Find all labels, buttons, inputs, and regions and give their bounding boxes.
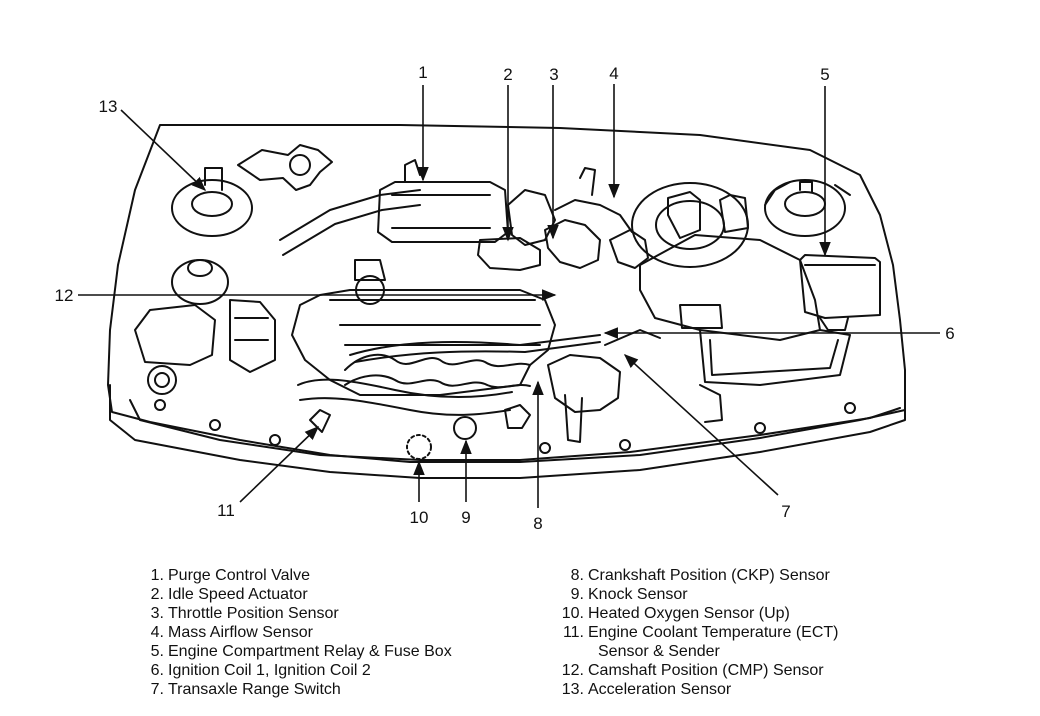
legend-number: 4. [150,624,164,641]
leader-13 [120,109,207,191]
legend-text: Purge Control Valve [168,567,310,584]
legend-text: Heated Oxygen Sensor (Up) [588,605,790,622]
callout-5: 5 [820,65,829,84]
legend-text: Transaxle Range Switch [168,681,341,698]
callout-leaders [78,84,940,508]
legend-item-1: 1. Purge Control Valve [140,566,452,585]
legend-number: 9. [570,586,584,603]
callout-10: 10 [410,508,429,527]
callout-9: 9 [461,508,470,527]
legend-number: 11. [562,624,584,641]
legend-number: 7. [150,681,164,698]
engine-bay-illustration [107,124,906,479]
legend-text: Acceleration Sensor [588,681,732,698]
legend-right-column: 8. Crankshaft Position (CKP) Sensor 9. K… [548,566,839,699]
legend-item-11-continued: Sensor & Sender [548,642,839,661]
legend-number: 13. [561,681,584,698]
legend-item-13: 13. Acceleration Sensor [548,680,839,699]
legend-text: Camshaft Position (CMP) Sensor [588,662,824,679]
callout-1: 1 [418,63,427,82]
callout-2: 2 [503,65,512,84]
legend-number: 3. [150,605,164,622]
legend-item-5: 5. Engine Compartment Relay & Fuse Box [140,642,452,661]
callout-8: 8 [533,514,542,533]
legend-number: 1. [150,567,164,584]
legend-number: 8. [570,567,584,584]
legend-item-2: 2. Idle Speed Actuator [140,585,452,604]
legend-text: Crankshaft Position (CKP) Sensor [588,567,830,584]
legend-item-8: 8. Crankshaft Position (CKP) Sensor [548,566,839,585]
callout-13: 13 [99,97,118,116]
leader-7 [623,354,779,496]
legend-number: 6. [150,662,164,679]
callout-6: 6 [945,324,954,343]
legend-item-9: 9. Knock Sensor [548,585,839,604]
legend-item-3: 3. Throttle Position Sensor [140,604,452,623]
callout-11: 11 [217,501,235,520]
legend-item-7: 7. Transaxle Range Switch [140,680,452,699]
legend-number-spacer [548,642,588,661]
legend-item-10: 10. Heated Oxygen Sensor (Up) [548,604,839,623]
leader-11 [239,426,320,503]
legend-text: Throttle Position Sensor [168,605,339,622]
callout-7: 7 [781,502,790,521]
legend-number: 5. [150,643,164,660]
legend-text: Engine Coolant Temperature (ECT) [588,624,839,641]
legend-item-6: 6. Ignition Coil 1, Ignition Coil 2 [140,661,452,680]
legend-text: Knock Sensor [588,586,688,603]
legend-item-11: 11. Engine Coolant Temperature (ECT) [548,623,839,642]
callout-numbers: 1 2 3 4 5 6 7 8 9 10 11 12 13 [55,63,955,533]
callout-4: 4 [609,64,618,83]
legend-text: Ignition Coil 1, Ignition Coil 2 [168,662,371,679]
callout-3: 3 [549,65,558,84]
legend-text: Mass Airflow Sensor [168,624,313,641]
legend-number: 12. [561,662,584,679]
legend-item-4: 4. Mass Airflow Sensor [140,623,452,642]
callout-12: 12 [55,286,74,305]
legend-left-column: 1. Purge Control Valve 2. Idle Speed Act… [140,566,452,699]
legend-text: Sensor & Sender [598,643,720,660]
legend-number: 10. [561,605,584,622]
legend-text: Idle Speed Actuator [168,586,308,603]
legend-number: 2. [150,586,164,603]
legend-item-12: 12. Camshaft Position (CMP) Sensor [548,661,839,680]
legend-text: Engine Compartment Relay & Fuse Box [168,643,452,660]
